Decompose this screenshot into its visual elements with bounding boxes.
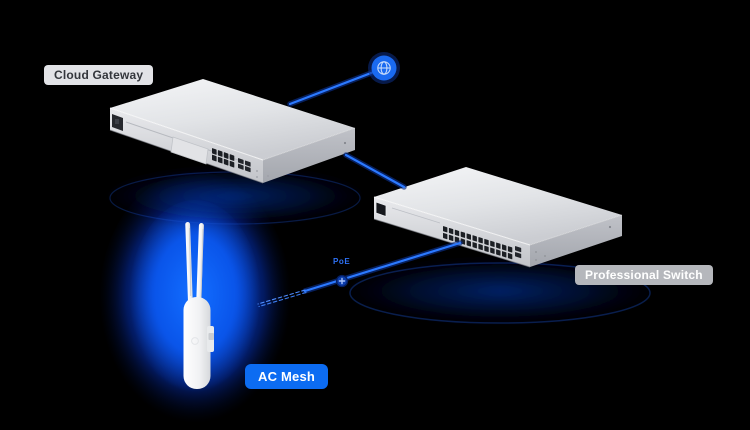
switch-front-groove (391, 207, 441, 224)
professional-switch-label[interactable]: Professional Switch (575, 265, 713, 285)
switch-console-port (375, 201, 387, 218)
ap-body (183, 297, 214, 389)
globe-icon (368, 52, 400, 84)
ac-mesh-label[interactable]: AC Mesh (245, 364, 329, 389)
cloud-gateway-label[interactable]: Cloud Gateway (44, 65, 154, 85)
link-switch-apmesh (257, 240, 463, 308)
gateway-display-screen (112, 114, 123, 131)
switch-ethernet-ports (443, 226, 513, 260)
link-gateway-internet (287, 65, 387, 107)
gateway-drive-bay (170, 136, 209, 165)
ap-antennas (185, 222, 204, 303)
ac-mesh-device (183, 222, 214, 389)
cloud-gateway-device (109, 79, 356, 184)
link-gateway-switch (343, 152, 407, 190)
switch-sfp-ports (515, 246, 522, 259)
gateway-sfp-ports (238, 158, 251, 173)
switch-screws (535, 225, 612, 261)
professional-switch-device (373, 167, 623, 268)
poe-label: PoE (333, 257, 351, 266)
gateway-screws (256, 141, 347, 178)
poe-plus-icon (335, 274, 349, 288)
gateway-ethernet-ports (212, 148, 235, 168)
